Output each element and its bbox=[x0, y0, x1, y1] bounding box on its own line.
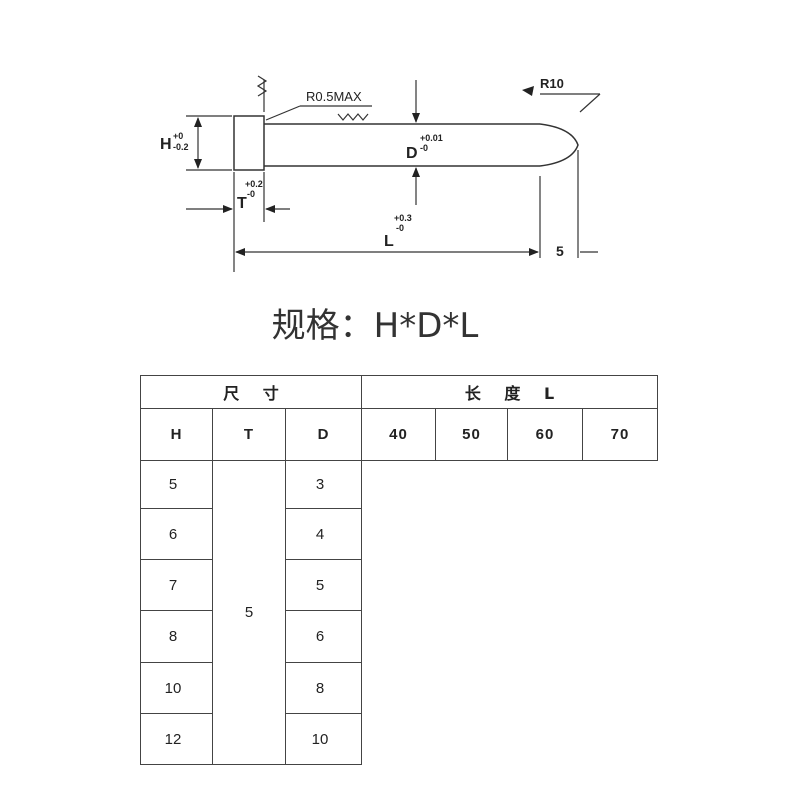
table-col-divider-40-50 bbox=[435, 408, 436, 461]
h-arrow-bottom bbox=[194, 159, 202, 169]
table-row-divider-d-1 bbox=[285, 508, 362, 509]
d-tol-lower: -0 bbox=[420, 143, 428, 153]
r10-arrowhead bbox=[522, 86, 534, 96]
table-row-divider-h-3 bbox=[140, 610, 213, 611]
table-cell-d: 10 bbox=[311, 730, 329, 748]
d-label: D bbox=[406, 145, 418, 162]
table-row-divider-d-4 bbox=[285, 662, 362, 663]
table-cell-h: 5 bbox=[168, 476, 178, 493]
table-col-h: H bbox=[170, 426, 183, 443]
t-arrow-right bbox=[265, 205, 275, 213]
table-subheader-divider bbox=[140, 460, 658, 461]
l-tol-lower: -0 bbox=[396, 223, 404, 233]
table-border-left bbox=[140, 375, 141, 765]
table-col-t: T bbox=[243, 426, 255, 443]
r-half-max-label: R0.5MAX bbox=[306, 89, 362, 104]
table-cell-h: 6 bbox=[168, 525, 178, 543]
table-border-bottom bbox=[140, 764, 362, 765]
table-cell-h: 8 bbox=[168, 628, 178, 645]
table-cell-d: 5 bbox=[315, 576, 325, 594]
table-group-size: 尺 寸 bbox=[223, 384, 279, 403]
table-row-divider-h-4 bbox=[140, 662, 213, 663]
table-cell-d: 8 bbox=[315, 679, 325, 697]
l-arrow-right bbox=[529, 248, 539, 256]
h-arrow-top bbox=[194, 117, 202, 127]
r-half-max-leader bbox=[265, 105, 372, 121]
pin-technical-drawing: R0.5MAX R10 H +0 -0.2 D +0.01 -0 T +0.2 … bbox=[160, 75, 601, 272]
t-tol-upper: +0.2 bbox=[245, 179, 263, 189]
h-label: H bbox=[160, 136, 172, 153]
table-cell-d: 6 bbox=[315, 628, 325, 645]
table-col-d: D bbox=[317, 426, 330, 443]
l-dimension bbox=[233, 150, 598, 272]
t-tol-lower: -0 bbox=[247, 189, 255, 199]
h-tol-upper: +0 bbox=[173, 131, 183, 141]
table-cell-h: 7 bbox=[168, 576, 178, 594]
d-tol-upper: +0.01 bbox=[420, 133, 443, 143]
table-group-length: 长 度 L bbox=[464, 384, 555, 403]
table-cell-h: 10 bbox=[164, 679, 182, 697]
table-cell-h: 12 bbox=[164, 730, 182, 748]
t-label: T bbox=[237, 195, 247, 212]
table-border-top bbox=[140, 375, 658, 376]
table-col-length-40: 40 bbox=[389, 426, 408, 443]
table-col-divider-d-len bbox=[361, 375, 362, 765]
table-col-length-70: 70 bbox=[610, 426, 630, 443]
r10-label: R10 bbox=[540, 76, 564, 91]
r10-leader bbox=[540, 93, 601, 113]
h-tol-lower: -0.2 bbox=[173, 142, 189, 152]
table-header-divider bbox=[140, 408, 658, 409]
table-row-divider-d-2 bbox=[285, 559, 362, 560]
table-row-divider-d-3 bbox=[285, 610, 362, 611]
table-row-divider-h-2 bbox=[140, 559, 213, 560]
table-cell-d: 4 bbox=[315, 525, 325, 543]
table-col-divider-50-60 bbox=[507, 408, 508, 461]
table-col-length-50: 50 bbox=[462, 426, 481, 443]
table-col-divider-h-t bbox=[212, 408, 213, 765]
l-arrow-left bbox=[235, 248, 245, 256]
table-cell-d: 3 bbox=[315, 476, 325, 493]
table-border-right bbox=[657, 375, 658, 461]
table-col-divider-t-d bbox=[285, 408, 286, 765]
pin-outline bbox=[233, 115, 579, 171]
table-row-divider-h-1 bbox=[140, 508, 213, 509]
table-col-length-60: 60 bbox=[535, 426, 555, 443]
table-row-divider-d-5 bbox=[285, 713, 362, 714]
tip-length-label: 5 bbox=[556, 243, 564, 259]
l-tol-upper: +0.3 bbox=[394, 213, 412, 223]
table-row-divider-h-5 bbox=[140, 713, 213, 714]
table-cell-t: 5 bbox=[244, 604, 254, 621]
t-arrow-left bbox=[223, 205, 233, 213]
d-arrow-top bbox=[412, 113, 420, 123]
table-col-divider-60-70 bbox=[582, 408, 583, 461]
surface-finish-symbol bbox=[256, 75, 369, 121]
l-label: L bbox=[384, 233, 394, 250]
d-arrow-bottom bbox=[412, 167, 420, 177]
h-dimension bbox=[186, 115, 232, 171]
spec-label: 规格：H*D*L bbox=[271, 306, 479, 346]
